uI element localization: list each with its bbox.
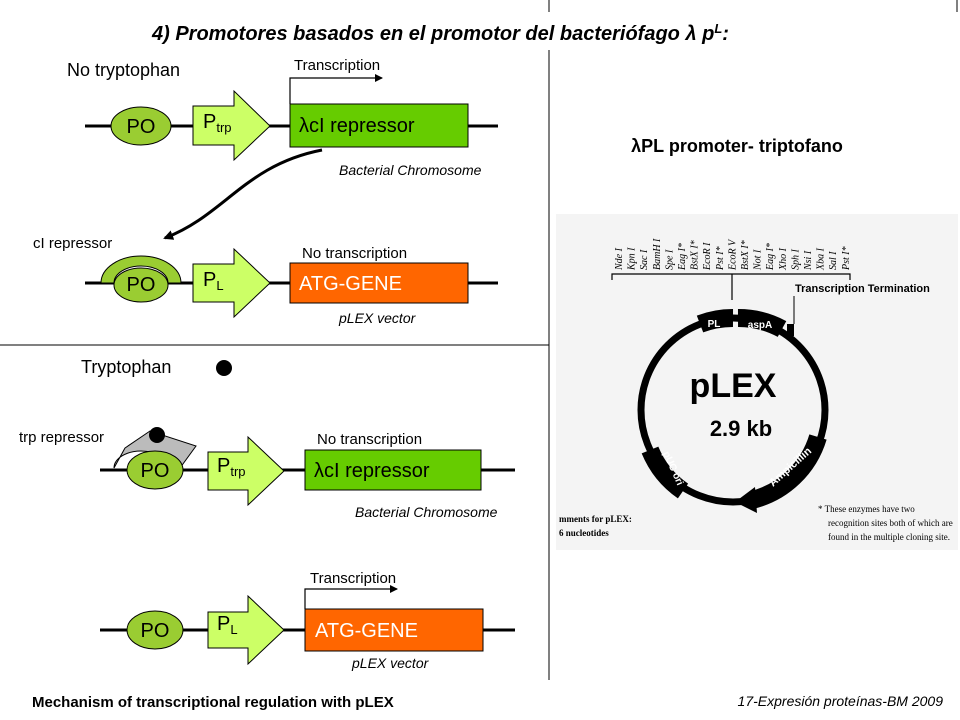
plasmid-size: 2.9 kb [710, 416, 772, 441]
location-label: pLEX vector [351, 655, 430, 671]
restriction-site-label: Eag I* [677, 243, 688, 271]
ampicillin-feature [749, 434, 827, 509]
restriction-site-label: Xho I [778, 247, 789, 271]
promoter-label: PL [203, 269, 224, 293]
transcription-arrow [304, 585, 398, 609]
note-left-1: mments for pLEX: [559, 514, 632, 524]
operator-label: PO [127, 116, 156, 138]
operator-oval [113, 267, 169, 303]
trp-repressor-label: trp repressor [19, 429, 104, 446]
footer-credit: 17-Expresión proteínas-BM 2009 [738, 693, 944, 709]
tryptophan-dot [216, 360, 232, 376]
ampicillin-arrowhead [735, 487, 757, 513]
transcription-label: Transcription [310, 570, 396, 587]
bottom-row2-construct: PO PL ATG-GENE Transcription pLEX vector [100, 570, 515, 671]
ci-repressor-shape [100, 255, 182, 284]
pl-feature [696, 308, 734, 333]
transcription-label: No transcription [317, 431, 422, 448]
gene-label: λcI repressor [299, 115, 415, 137]
restriction-site-label: Pst I* [841, 246, 852, 271]
aspa-feature-label: aspA [748, 320, 772, 331]
gene-label: λcI repressor [314, 460, 430, 482]
top-row1-construct: PO Ptrp λcI repressor Transcription Bact… [85, 57, 498, 178]
transcription-label: No transcription [302, 245, 407, 262]
restriction-site-label: Nde I [614, 247, 625, 271]
note-left-2: 6 nucleotides [559, 528, 609, 538]
condition-no-tryptophan: No tryptophan [67, 60, 180, 80]
restriction-site-label: Spe I [664, 249, 675, 270]
restriction-site-label: Pst I* [715, 246, 726, 271]
gene-box-ci-repressor [304, 449, 482, 491]
plex-section-title: λPL promoter- triptofano [631, 136, 843, 156]
restriction-site-label: BamH I [652, 238, 663, 270]
gene-box-atg-gene [304, 608, 484, 652]
ci-repressor-label: cI repressor [33, 235, 112, 252]
slide-title: 4) Promotores basados en el promotor del… [151, 21, 729, 45]
restriction-site-label: Nsi I [803, 250, 814, 271]
restriction-site-label: Sac I [639, 249, 650, 270]
caption: Mechanism of transcriptional regulation … [32, 694, 394, 711]
plasmid-name: pLEX [690, 367, 777, 405]
restriction-site-label: Not I [753, 249, 764, 271]
bottom-row1-construct: PO Ptrp λcI repressor No transcription B… [100, 427, 515, 520]
operator-oval [126, 610, 184, 650]
promoter-label: Ptrp [217, 455, 246, 479]
gene-box-atg-gene [289, 262, 469, 304]
transcription-label: Transcription [294, 57, 380, 74]
promoter-arrow [192, 247, 271, 319]
note-right-3: found in the multiple cloning site. [828, 532, 950, 542]
tryptophan-bound-dot [149, 427, 165, 443]
restriction-site-label: Xba I [816, 247, 827, 271]
top-row2-construct: PO PL ATG-GENE No transcription pLEX vec… [85, 245, 498, 326]
location-label: pLEX vector [338, 310, 417, 326]
restriction-site-label: Sph I [790, 249, 801, 271]
location-label: Bacterial Chromosome [339, 162, 482, 178]
promoter-arrow [207, 435, 285, 507]
terminator-mark [787, 324, 794, 336]
condition-tryptophan: Tryptophan [81, 357, 171, 377]
expression-curve-arrow [163, 148, 323, 240]
note-right-2: recognition sites both of which are [828, 518, 953, 528]
restriction-site-label: EcoR I [702, 242, 713, 271]
location-label: Bacterial Chromosome [355, 504, 498, 520]
promoter-label: PL [217, 613, 238, 637]
promoter-arrow [207, 594, 285, 666]
restriction-site-label: Eag I* [765, 243, 776, 271]
gene-box-ci-repressor [289, 103, 469, 148]
restriction-site-label: Sal I [828, 251, 839, 270]
operator-label: PO [127, 274, 156, 296]
gene-label: ATG-GENE [315, 620, 418, 642]
gene-label: ATG-GENE [299, 273, 402, 295]
restriction-site-label: Kpn I [627, 247, 638, 271]
termination-label: Transcription Termination [795, 283, 930, 295]
transcription-arrow [289, 74, 383, 104]
promoter-label: Ptrp [203, 111, 232, 135]
mcs-bracket [611, 273, 851, 280]
puc-ori-feature [641, 446, 689, 499]
aspa-feature [737, 308, 787, 338]
note-right-1: * These enzymes have two [818, 504, 915, 514]
restriction-site-label: BstX I* [740, 240, 751, 270]
restriction-site-label: BstX I* [690, 240, 701, 270]
operator-oval [126, 450, 184, 490]
promoter-arrow [192, 89, 271, 162]
operator-label: PO [141, 620, 170, 642]
operator-label: PO [141, 460, 170, 482]
operator-oval [110, 106, 172, 146]
restriction-site-label: EcoR V [727, 238, 738, 271]
pl-feature-label: PL [708, 319, 721, 330]
